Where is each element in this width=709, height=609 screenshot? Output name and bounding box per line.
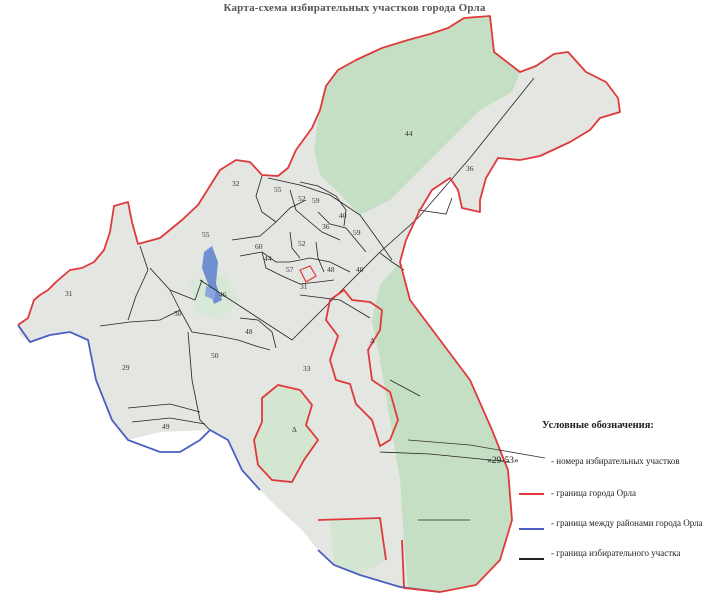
precinct-label[interactable]: 46 [219,290,227,299]
precinct-label[interactable]: 40 [339,211,347,220]
precinct-label[interactable]: 32 [232,179,240,188]
legend-red-line-swatch [519,493,544,495]
inner-city-border [317,517,441,593]
city-border [17,15,621,593]
inner-city-border [325,288,399,448]
legend-leader-line [407,439,546,459]
legend-title: Условные обозначения: [542,420,654,431]
legend-key: «29-53» [487,456,519,466]
green-zone-northeast [314,16,520,215]
legend-text: - граница между районами города Орла [551,518,703,528]
precinct-label[interactable]: 49 [162,422,170,431]
green-zone-east [372,262,512,592]
precinct-label[interactable]: 60 [255,242,263,251]
water-body [205,286,216,300]
precinct-label[interactable]: 55 [274,185,282,194]
precinct-label[interactable]: 31 [300,282,308,291]
precinct-boundaries [99,77,535,521]
inner-city-border [299,265,317,283]
precinct-label[interactable]: 52 [298,239,306,248]
precinct-label[interactable]: 55 [202,230,210,239]
precinct-label[interactable]: 50 [211,351,219,360]
precinct-label[interactable]: 52 [298,194,306,203]
precinct-label[interactable]: 40 [356,265,364,274]
legend-text: - номера избирательных участков [551,456,680,466]
legend-text: - граница города Орла [551,488,637,498]
legend-black-line-swatch [519,558,544,560]
area-marker: Δ [370,336,375,345]
precinct-label[interactable]: 31 [65,289,73,298]
precinct-label[interactable]: 57 [286,265,294,274]
green-zone-south-1 [254,385,318,482]
water-body [202,246,222,304]
precinct-label[interactable]: 44 [264,254,272,263]
green-zone-south-2 [330,518,386,575]
inner-city-border [253,384,320,483]
precinct-label[interactable]: 44 [405,129,413,138]
precinct-label[interactable]: 59 [312,196,320,205]
legend-text: - граница избирательного участка [551,548,681,558]
map-title: Карта-схема избирательных участков город… [223,2,486,14]
precinct-label[interactable]: 36 [322,222,330,231]
precinct-label[interactable]: 48 [245,327,253,336]
precinct-label[interactable]: 48 [327,265,335,274]
precinct-label[interactable]: 59 [353,228,361,237]
precinct-label[interactable]: 33 [303,364,311,373]
city-territory [18,16,620,592]
precinct-label[interactable]: 36 [466,164,474,173]
legend-blue-line-swatch [519,528,544,530]
precinct-label[interactable]: 29 [122,363,130,372]
area-marker: Δ [292,425,297,434]
precinct-label[interactable]: 30 [174,309,182,318]
